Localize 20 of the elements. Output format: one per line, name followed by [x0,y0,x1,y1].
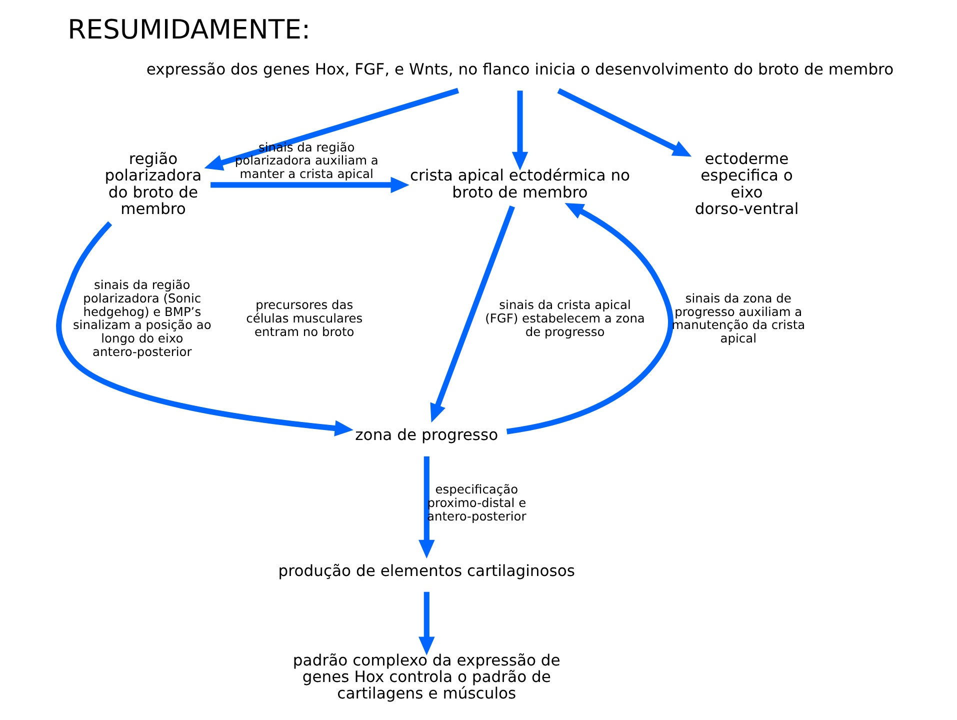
arrow [418,592,434,656]
node-text: produção de elementos cartilaginosos [278,562,575,580]
arrow [204,88,459,171]
arrow [56,221,353,436]
arrow [511,90,528,170]
arrow [556,88,692,157]
edge-label: sinais da crista apical (FGF) estabelecem a zona de progresso [484,298,644,339]
arrow [210,176,409,194]
arrow [506,202,673,434]
label: precursores das células musculares entram no broto [246,298,362,339]
node-text: padrão complexo da expressão de genes Hox controla o padrão de cartilagens e músculos [292,651,560,703]
arrow [430,205,514,423]
arrow [418,456,434,558]
node-text: ectoderme especifica o eixo dorso-ventral [694,150,798,218]
edge-label: sinais da região polarizadora (Sonic hedgehog) e BMP’s sinalizam a posição ao longo do eixo antero-posterior [72,278,211,359]
diagram-title: RESUMIDAMENTE: [67,14,310,46]
node-text: zona de progresso [354,426,498,444]
node-text: crista apical ectodérmica no broto de membro [409,166,630,202]
node-text: expressão dos genes Hox, FGF, e Wnts, no flanco inicia o desenvolvimento do broto de membro [146,60,894,79]
node-text: região polarizadora do broto de membro [104,150,202,218]
